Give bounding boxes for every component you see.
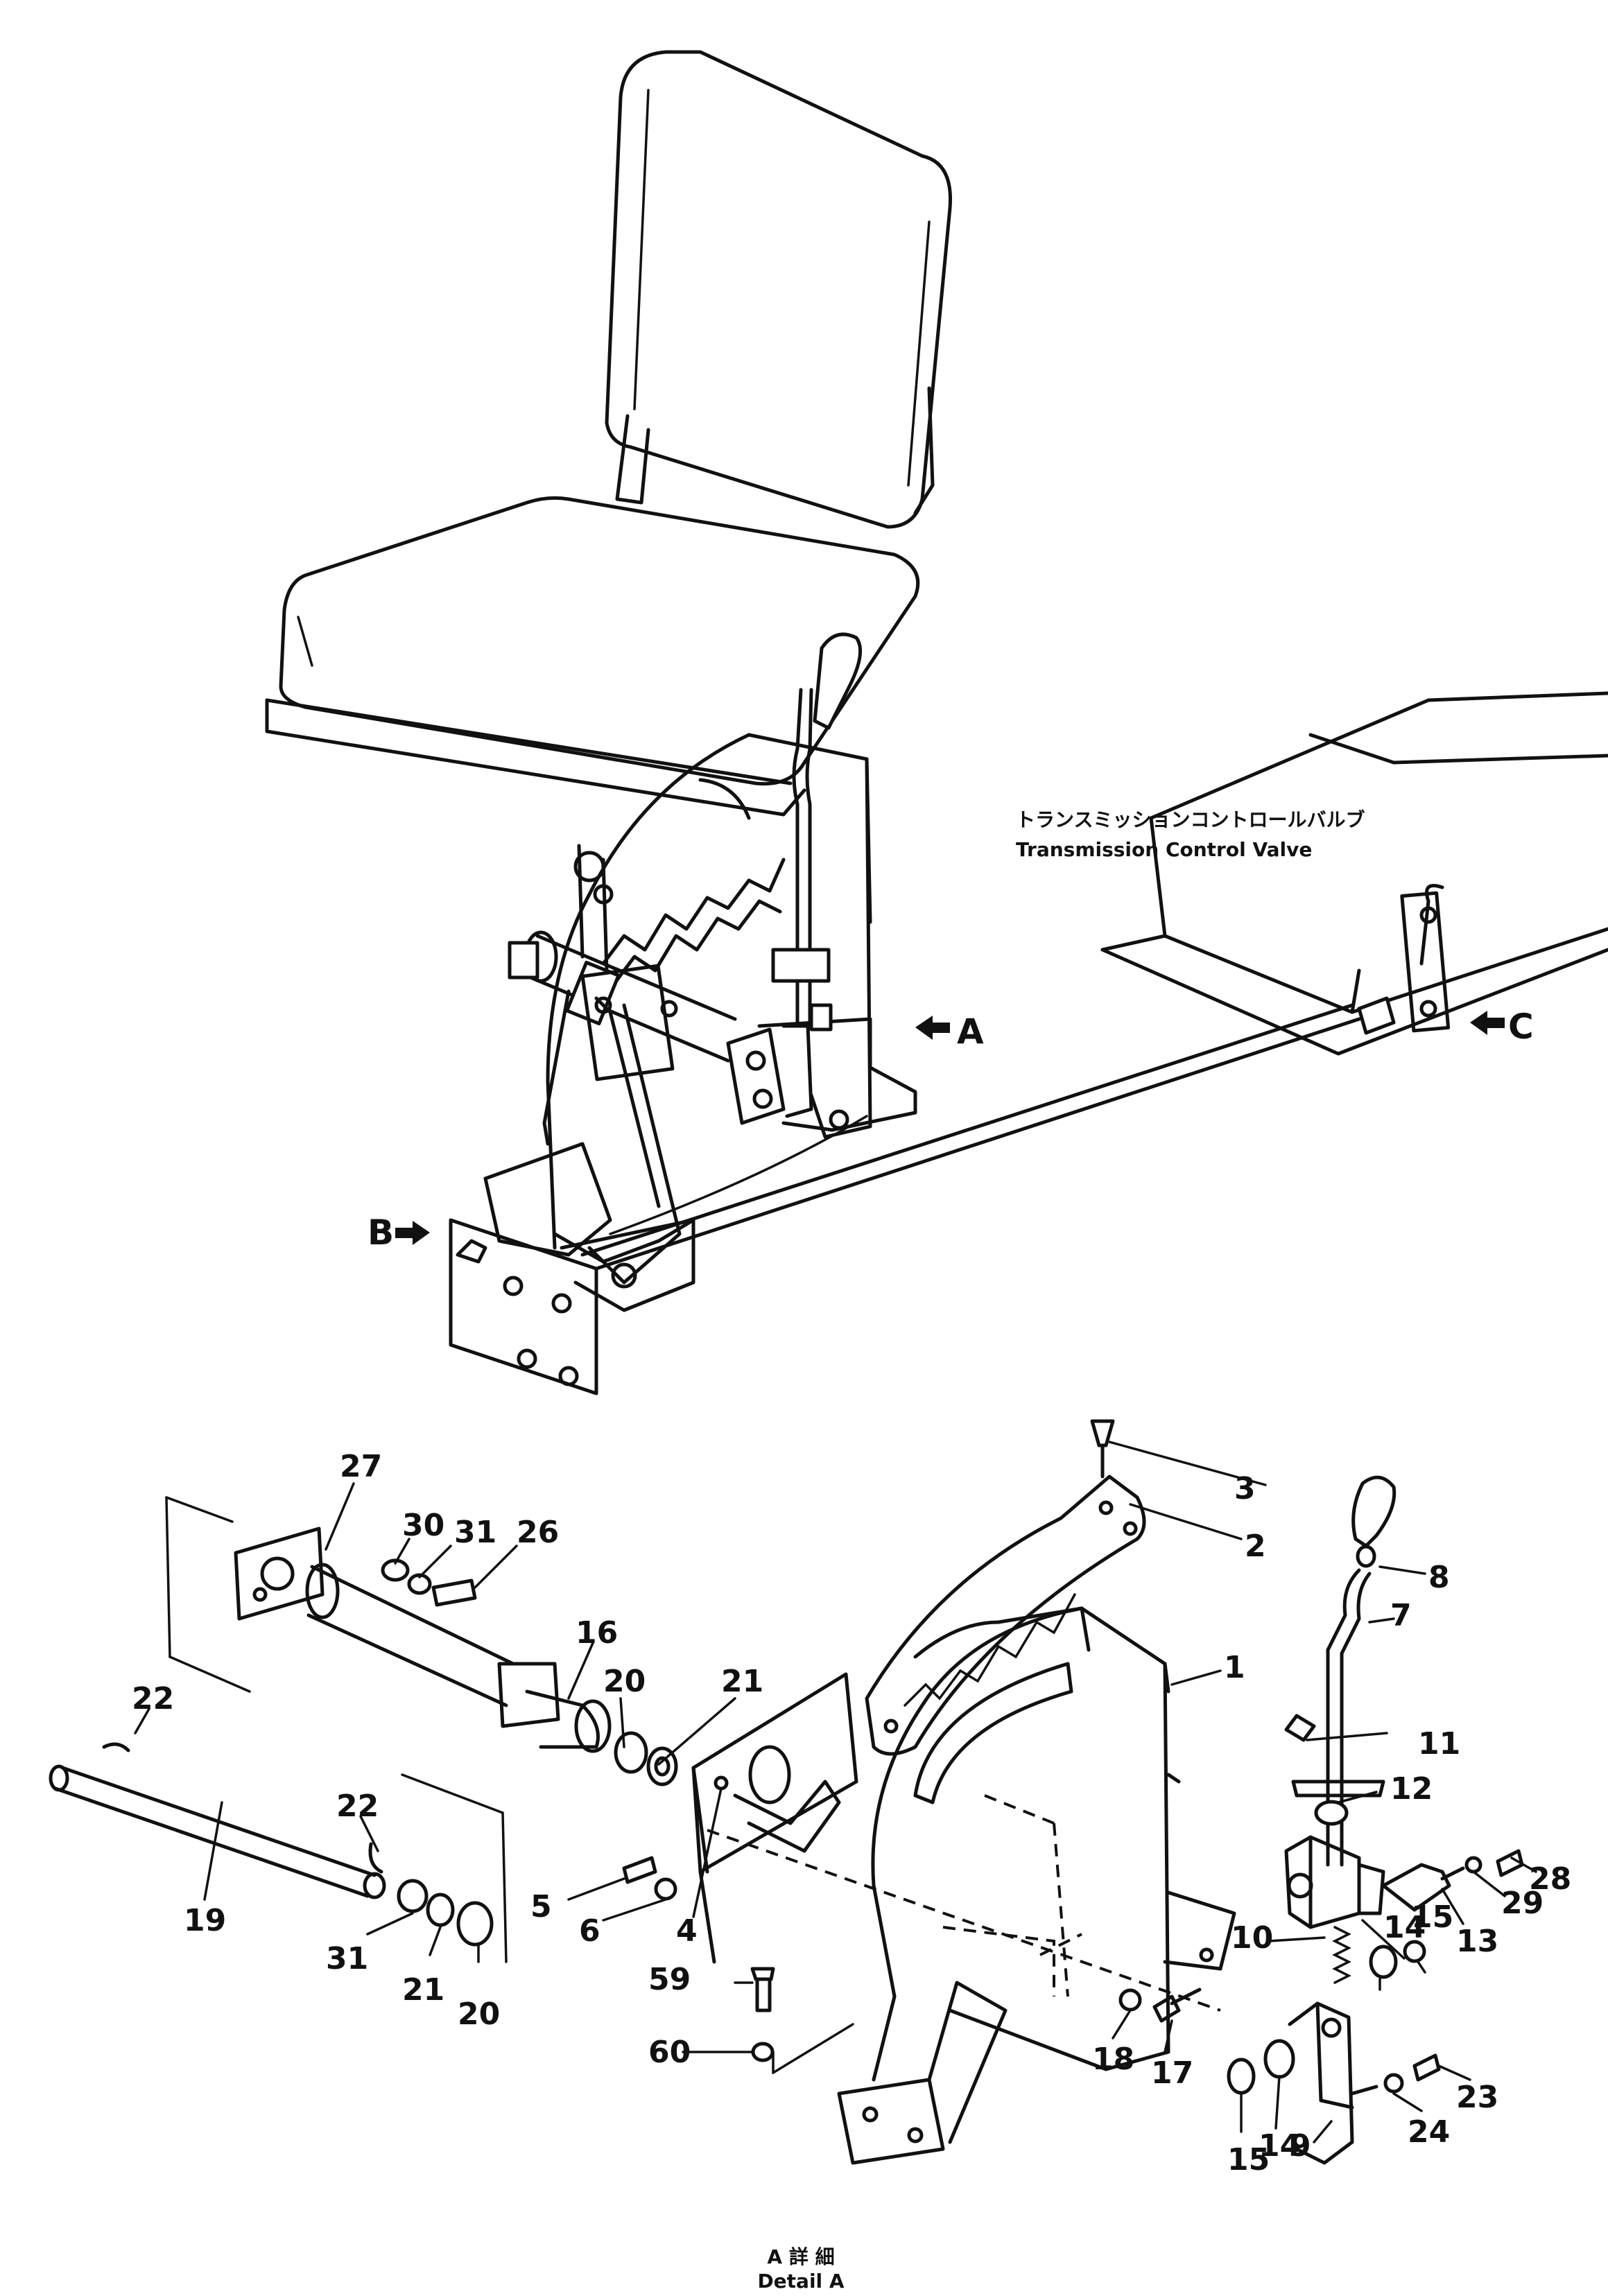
detail-caption-english: Detail A bbox=[757, 2270, 844, 2293]
part-number: 59 bbox=[648, 1962, 691, 1997]
part-number: 20 bbox=[458, 1997, 500, 2032]
part-number: 15 bbox=[1227, 2142, 1270, 2177]
seat-assembly bbox=[265, 50, 952, 817]
valve-label-english: Transmission Control Valve bbox=[1016, 838, 1312, 861]
arrow-left-icon bbox=[1470, 1011, 1505, 1035]
part-number: 8 bbox=[1428, 1560, 1450, 1595]
part-number: 17 bbox=[1151, 2055, 1193, 2091]
part-number: 21 bbox=[721, 1664, 763, 1699]
part-number: 2 bbox=[1245, 1529, 1266, 1564]
part-number: 26 bbox=[517, 1515, 559, 1550]
part-number: 18 bbox=[1092, 2042, 1134, 2077]
view-marker-c: C bbox=[1470, 1007, 1534, 1047]
part-number: 10 bbox=[1231, 1920, 1273, 1956]
detail-a-exploded bbox=[49, 1419, 1524, 2165]
valve-label: トランスミッションコントロールバルブ Transmission Control … bbox=[1016, 808, 1365, 861]
part-number: 24 bbox=[1408, 2114, 1450, 2150]
part-number: 13 bbox=[1456, 1924, 1498, 1959]
svg-text:B: B bbox=[368, 1212, 394, 1253]
part-number: 23 bbox=[1456, 2080, 1498, 2115]
part-number: 3 bbox=[1234, 1471, 1256, 1506]
detail-caption: A 詳 細 Detail A bbox=[757, 2245, 844, 2293]
part-number: 11 bbox=[1418, 1726, 1460, 1762]
part-number: 60 bbox=[648, 2035, 691, 2070]
valve-label-japanese: トランスミッションコントロールバルブ bbox=[1016, 808, 1365, 831]
part-number: 28 bbox=[1529, 1861, 1571, 1897]
leader-lines bbox=[134, 1441, 1537, 2143]
svg-text:C: C bbox=[1508, 1007, 1534, 1047]
part-number: 12 bbox=[1390, 1771, 1433, 1807]
arrow-left-icon bbox=[915, 1016, 950, 1040]
part-number: 14 bbox=[1383, 1910, 1426, 1945]
part-number-labels: 3 2 8 7 1 11 12 28 29 13 14 15 10 14 15 … bbox=[132, 1449, 1571, 2177]
part-number: 14 bbox=[1259, 2128, 1301, 2164]
part-number: 15 bbox=[1411, 1899, 1453, 1935]
part-number: 16 bbox=[576, 1615, 618, 1651]
part-number: 4 bbox=[676, 1913, 698, 1949]
part-number: 20 bbox=[603, 1664, 646, 1699]
part-number: 9 bbox=[1290, 2128, 1311, 2164]
part-number: 19 bbox=[184, 1903, 226, 1938]
part-number: 31 bbox=[326, 1941, 368, 1976]
svg-text:A: A bbox=[957, 1011, 984, 1052]
lever-housing-upper bbox=[449, 632, 1361, 1395]
part-number: 5 bbox=[530, 1889, 552, 1924]
part-number: 30 bbox=[402, 1508, 444, 1543]
part-number: 7 bbox=[1390, 1598, 1412, 1633]
part-number: 22 bbox=[336, 1789, 379, 1824]
part-number: 1 bbox=[1224, 1650, 1245, 1685]
view-marker-b: B bbox=[368, 1212, 430, 1253]
part-number: 6 bbox=[579, 1913, 600, 1949]
part-number: 21 bbox=[402, 1972, 444, 2008]
arrow-right-icon bbox=[395, 1221, 430, 1245]
part-number: 27 bbox=[340, 1449, 382, 1484]
part-number: 22 bbox=[132, 1681, 174, 1716]
part-number: 31 bbox=[454, 1515, 496, 1550]
part-number: 29 bbox=[1501, 1886, 1544, 1921]
view-marker-a: A bbox=[915, 1011, 984, 1052]
detail-caption-japanese: A 詳 細 bbox=[767, 2245, 834, 2268]
transmission-valve-block bbox=[1100, 691, 1608, 1056]
part-number-labels-visible: 31 21 20 5 6 4 bbox=[326, 1889, 698, 2032]
